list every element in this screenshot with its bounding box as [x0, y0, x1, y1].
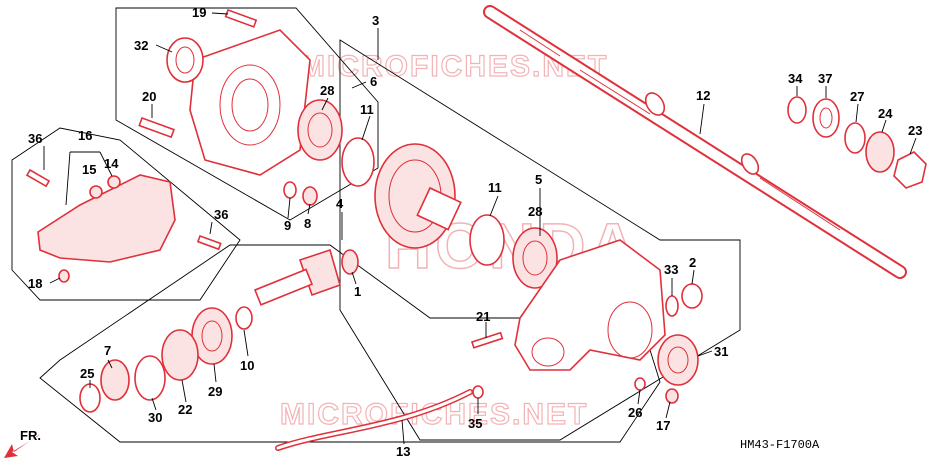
washer-34-part — [787, 96, 807, 124]
callout-6: 6 — [370, 74, 377, 89]
callout-37: 37 — [818, 71, 832, 86]
callout-2: 2 — [689, 255, 696, 270]
right-case-group-outline — [339, 39, 741, 441]
callout-4: 4 — [336, 196, 344, 211]
callout-29: 29 — [208, 384, 222, 399]
callout-33: 33 — [664, 262, 678, 277]
callout-3: 3 — [372, 13, 379, 28]
callout-26: 26 — [628, 405, 642, 420]
bearing-28-right-part — [512, 227, 558, 289]
callout-22: 22 — [178, 402, 192, 417]
washer-9-part — [283, 181, 297, 199]
clip-35-part — [472, 385, 484, 399]
front-arrow-icon — [4, 434, 40, 458]
bearing-28-left-part — [297, 99, 343, 161]
washer-37-part — [812, 98, 840, 138]
callout-34: 34 — [788, 71, 803, 86]
diagram-code: HM43-F1700A — [740, 438, 820, 452]
bolt-17-part — [665, 388, 679, 404]
left-case-group-outline — [115, 7, 379, 221]
pinion-gear-part — [253, 248, 341, 306]
callout-31: 31 — [714, 344, 728, 359]
callout-27: 27 — [850, 89, 864, 104]
drive-shaft-part — [483, 5, 907, 279]
bolt-15-part — [89, 185, 103, 199]
callout-28-left: 28 — [320, 83, 334, 98]
bolt-18-part — [58, 269, 70, 283]
callout-16: 16 — [78, 128, 92, 143]
callout-18: 18 — [28, 276, 42, 291]
callout-25: 25 — [80, 366, 94, 381]
callout-35: 35 — [468, 416, 482, 431]
o-ring-10-part — [235, 306, 253, 330]
oil-seal-31-part — [657, 334, 699, 386]
front-arrow-label: FR. — [20, 428, 41, 443]
callout-11-right: 11 — [488, 180, 502, 195]
callout-24: 24 — [878, 106, 893, 121]
needle-bearing-1-part — [341, 249, 359, 275]
bolt-2-part — [681, 283, 703, 309]
callout-11-left: 11 — [360, 102, 374, 117]
callout-32: 32 — [134, 38, 148, 53]
callout-28-right: 28 — [528, 204, 542, 219]
bolt-14-part — [107, 175, 121, 189]
stud-21-part — [470, 331, 504, 349]
callout-20: 20 — [142, 89, 156, 104]
bolt-36-right-part — [196, 234, 222, 251]
ring-27-part — [844, 122, 866, 154]
callout-17: 17 — [656, 418, 670, 433]
cover-16-part — [37, 174, 176, 263]
callout-23: 23 — [908, 123, 922, 138]
callout-labels: 1 2 3 4 5 6 7 8 9 10 11 11 12 13 14 15 1… — [28, 5, 922, 459]
nut-30-part — [134, 355, 166, 401]
callout-13: 13 — [396, 444, 410, 459]
oil-seal-32-part — [166, 37, 204, 83]
callout-1: 1 — [354, 284, 361, 299]
shim-11-right-part — [469, 214, 505, 266]
bolt-36-left-part — [25, 168, 51, 188]
callout-10: 10 — [240, 358, 254, 373]
plug-8-part — [302, 186, 318, 206]
bolt-19-part — [224, 8, 258, 28]
joint-7-part — [100, 359, 130, 401]
callout-7: 7 — [104, 343, 111, 358]
washer-26-part — [634, 377, 646, 391]
callout-14: 14 — [104, 156, 119, 171]
callout-12: 12 — [696, 88, 710, 103]
ring-gear-part — [374, 143, 462, 249]
callout-19: 19 — [192, 5, 206, 20]
callout-36-right: 36 — [214, 207, 228, 222]
bearing-22-part — [161, 329, 199, 381]
callout-5: 5 — [535, 172, 542, 187]
callout-8: 8 — [304, 216, 311, 231]
shim-11-left-part — [341, 137, 375, 187]
callout-30: 30 — [148, 410, 162, 425]
gear-case-part — [514, 239, 666, 371]
cover-group-outline — [11, 127, 241, 301]
callout-36-left: 36 — [28, 131, 42, 146]
callout-9: 9 — [284, 218, 291, 233]
leader-lines — [43, 12, 917, 445]
watermark-bottom: MICROFICHES.NET — [280, 398, 588, 431]
o-ring-33-part — [665, 295, 679, 317]
callout-21: 21 — [476, 309, 490, 324]
bolt-20-part — [138, 116, 175, 139]
bearing-housing-part — [189, 29, 311, 176]
nut-23-part — [893, 151, 927, 189]
callout-15: 15 — [82, 162, 96, 177]
collar-24-part — [865, 131, 895, 173]
collar-25-part — [79, 383, 101, 413]
